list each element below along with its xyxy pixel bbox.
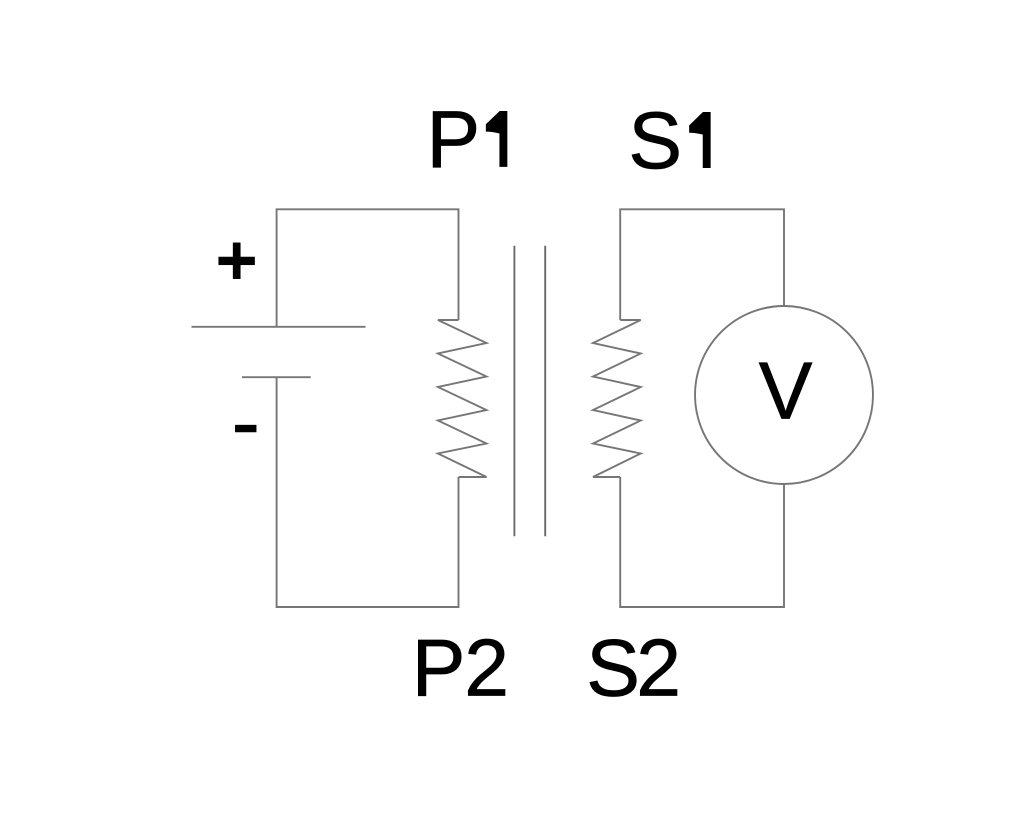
svg-text:2: 2 [464, 623, 509, 713]
svg-text:S: S [628, 96, 682, 186]
svg-text:V: V [759, 347, 813, 437]
svg-text:P: P [412, 623, 466, 713]
svg-text:P: P [427, 95, 481, 185]
svg-text:2: 2 [636, 623, 681, 713]
svg-text:S: S [586, 623, 640, 713]
